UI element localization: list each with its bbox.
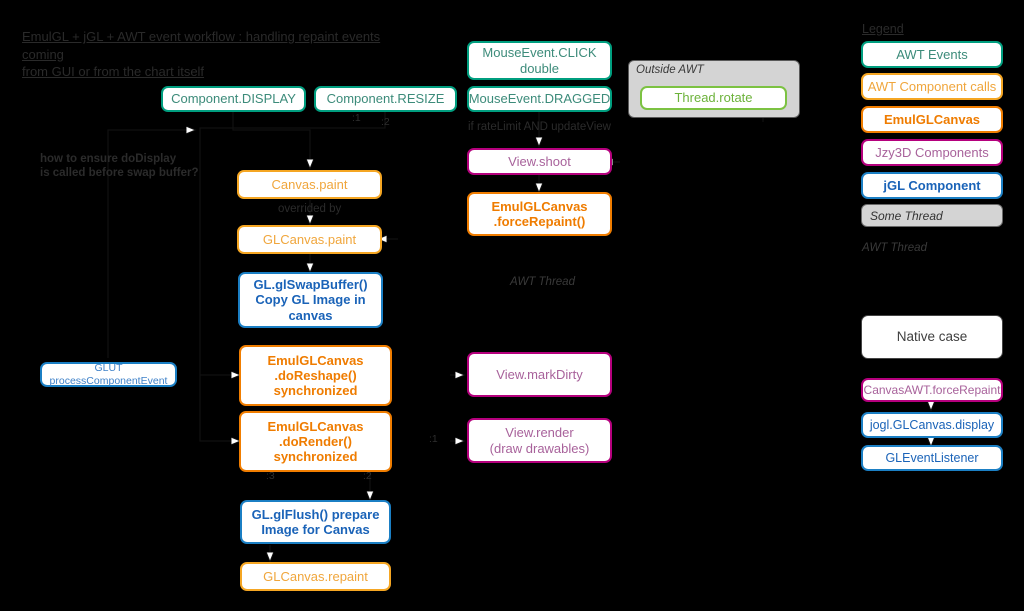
native-node-canvasawt-forcerepaint: CanvasAWT.forceRepaint	[861, 378, 1003, 402]
node-gl-glswapbuffer: GL.glSwapBuffer() Copy GL Image in canva…	[238, 272, 383, 328]
note-do-display: how to ensure doDisplay is called before…	[40, 153, 199, 180]
node-thread-rotate: Thread.rotate	[640, 86, 787, 110]
node-emulglcanvas-forcerepaint: EmulGLCanvas .forceRepaint()	[467, 192, 612, 236]
outside-awt-group-label: Outside AWT	[636, 64, 704, 76]
node-canvas-paint: Canvas.paint	[237, 170, 382, 199]
page-title: EmulGL + jGL + AWT event workflow : hand…	[22, 28, 422, 81]
legend-item-jzy3d-components: Jzy3D Components	[861, 139, 1003, 166]
node-view-markdirty: View.markDirty	[467, 352, 612, 397]
legend-heading: Legend	[862, 22, 904, 36]
node-component-display: Component.DISPLAY	[161, 86, 306, 112]
node-glcanvas-repaint: GLCanvas.repaint	[240, 562, 391, 591]
legend-item-awt-events: AWT Events	[861, 41, 1003, 68]
node-glut-processcomponentevent: GLUT processComponentEvent	[40, 362, 177, 387]
legend-awt-thread-note: AWT Thread	[862, 242, 927, 254]
node-component-resize: Component.RESIZE	[314, 86, 457, 112]
seq-label-2-bottom: :2	[363, 470, 372, 482]
native-node-gleventlistener: GLEventListener	[861, 445, 1003, 471]
native-case-heading: Native case	[861, 315, 1003, 359]
seq-label-1-top: :1	[352, 112, 361, 124]
legend-item-jgl-component: jGL Component	[861, 172, 1003, 199]
node-view-shoot: View.shoot	[467, 148, 612, 175]
node-emulglcanvas-dorender: EmulGLCanvas .doRender() synchronized	[239, 411, 392, 472]
seq-label-3-bottom: :3	[266, 470, 275, 482]
legend-item-emulglcanvas: EmulGLCanvas	[861, 106, 1003, 133]
page-title-line2: from GUI or from the chart itself	[22, 64, 205, 80]
node-view-render: View.render (draw drawables)	[467, 418, 612, 463]
node-glcanvas-paint: GLCanvas.paint	[237, 225, 382, 254]
node-gl-glflush: GL.glFlush() prepare Image for Canvas	[240, 500, 391, 544]
note-overrided-by: overrided by	[278, 203, 342, 215]
legend-item-some-thread: Some Thread	[861, 204, 1003, 227]
native-node-jogl-glcanvas-display: jogl.GLCanvas.display	[861, 412, 1003, 438]
note-awt-thread: AWT Thread	[510, 276, 575, 288]
node-mouseevent-dragged: MouseEvent.DRAGGED	[467, 86, 612, 112]
seq-label-1-mid: :1	[429, 433, 438, 445]
node-emulglcanvas-doreshape: EmulGLCanvas .doReshape() synchronized	[239, 345, 392, 406]
page-title-line1: EmulGL + jGL + AWT event workflow : hand…	[22, 29, 381, 62]
node-mouseevent-click-double: MouseEvent.CLICK double	[467, 41, 612, 80]
note-rate-limit: if rateLimit AND updateView	[468, 121, 611, 133]
legend-item-awt-component-calls: AWT Component calls	[861, 73, 1003, 100]
seq-label-2-top: :2	[381, 116, 390, 128]
